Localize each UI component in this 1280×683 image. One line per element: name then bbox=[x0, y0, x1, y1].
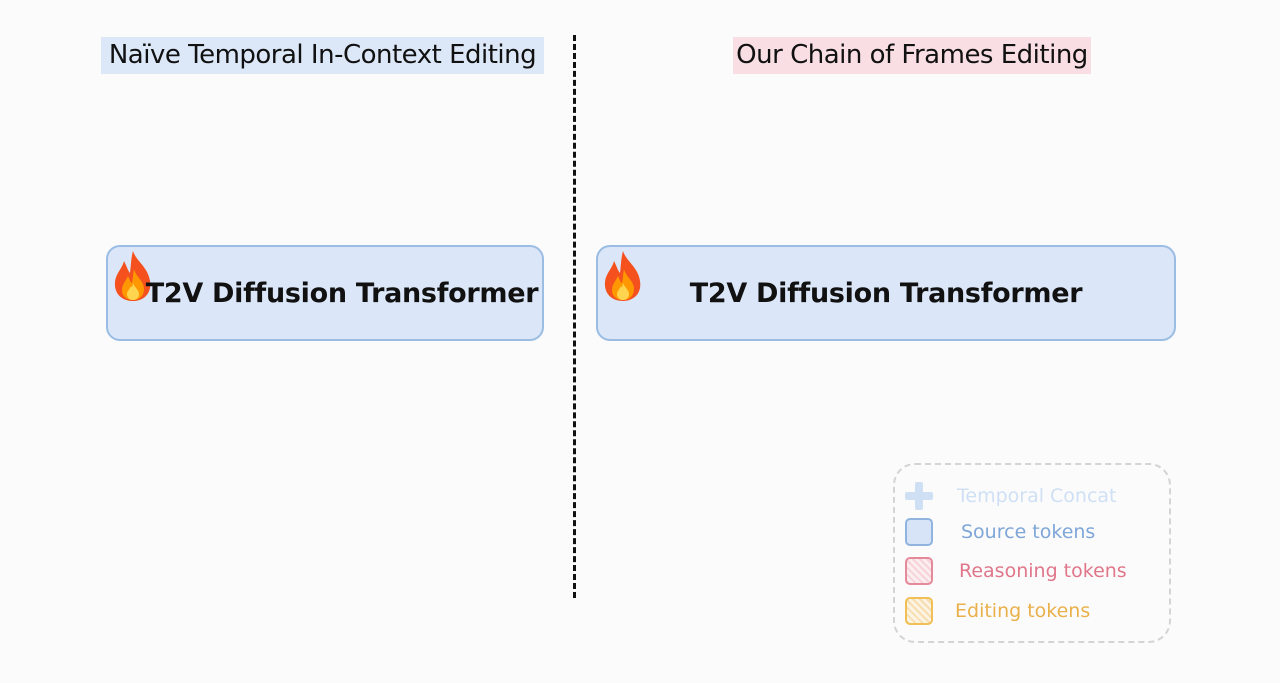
plus-icon bbox=[905, 482, 933, 510]
legend-item-temporal-concat: Temporal Concat bbox=[905, 479, 1117, 513]
fire-icon bbox=[604, 251, 641, 301]
reasoning-tokens-swatch bbox=[905, 557, 933, 585]
right-panel-title: Our Chain of Frames Editing bbox=[733, 37, 1091, 74]
right-dit-box: T2V Diffusion Transformer bbox=[596, 245, 1176, 341]
left-dit-box: T2V Diffusion Transformer bbox=[106, 245, 544, 341]
legend: Temporal Concat Source tokens Reasoning … bbox=[893, 463, 1171, 643]
right-dit-label: T2V Diffusion Transformer bbox=[689, 277, 1083, 309]
left-panel-title: Naïve Temporal In-Context Editing bbox=[101, 37, 544, 74]
left-dit-label: T2V Diffusion Transformer bbox=[145, 277, 539, 309]
legend-item-source-tokens: Source tokens bbox=[905, 515, 1095, 549]
legend-label: Temporal Concat bbox=[957, 485, 1117, 507]
legend-label: Source tokens bbox=[961, 521, 1096, 543]
source-tokens-swatch bbox=[905, 518, 933, 546]
legend-item-editing-tokens: Editing tokens bbox=[905, 594, 1090, 628]
legend-item-reasoning-tokens: Reasoning tokens bbox=[905, 554, 1127, 588]
legend-label: Reasoning tokens bbox=[959, 560, 1127, 582]
legend-label: Editing tokens bbox=[955, 600, 1091, 622]
editing-tokens-swatch bbox=[905, 597, 933, 625]
panel-divider bbox=[573, 35, 576, 598]
fire-icon bbox=[114, 251, 151, 301]
